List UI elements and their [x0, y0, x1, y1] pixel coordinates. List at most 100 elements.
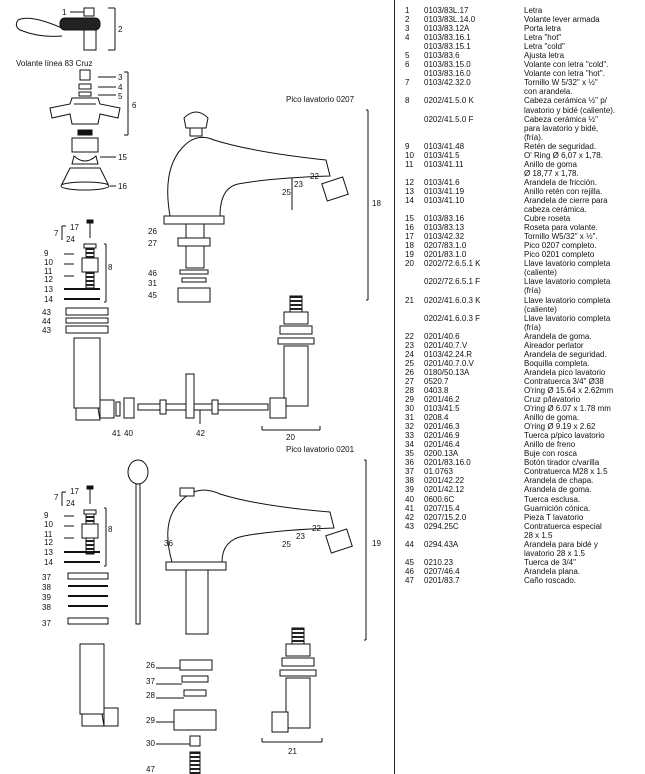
part-description: Contratuerca M28 x 1.5 [524, 467, 608, 477]
part-number: 20 [405, 259, 414, 269]
part-description: Botón tirador c/varilla [524, 458, 600, 468]
part-description: Letra "hot" [524, 33, 562, 43]
callout-13-b: 13 [44, 548, 53, 557]
part-code: 0202/72.6.5.1 F [424, 277, 481, 287]
part-number: 24 [405, 349, 414, 359]
callout-38-b: 38 [42, 603, 51, 612]
part-code: 0103/41.5 [424, 150, 460, 160]
callout-43-b: 43 [42, 326, 51, 335]
part-code: 0103/83.15.1 [424, 42, 471, 52]
part-description: Arandela de seguridad. [524, 349, 607, 359]
part-code: 0103/83.16 [424, 214, 465, 224]
t-piece [137, 373, 269, 424]
callout-38-a: 38 [42, 583, 51, 592]
part-code: 0294.43A [424, 539, 459, 549]
callout-16: 16 [118, 182, 127, 191]
callout-8: 8 [108, 263, 113, 272]
part-number: 26 [405, 367, 414, 377]
part-number: 8 [405, 96, 410, 106]
part-description: Arandela de goma. [524, 331, 592, 341]
callout-41: 41 [112, 429, 121, 438]
part-description: Cubre roseta [524, 214, 571, 224]
callout-6: 6 [132, 101, 137, 110]
part-number: 28 [405, 385, 414, 395]
part-description: Llave lavatorio completa (fría) [524, 313, 611, 332]
callout-13: 13 [44, 285, 53, 294]
part-description: Llave lavatorio completa (fría) [524, 277, 611, 296]
part-description: Tornillo W 5/32" x ½" con arandela. [524, 78, 598, 97]
callout-10: 10 [44, 258, 53, 267]
part-description: Arandela de goma. [524, 485, 592, 495]
part-code: 0200.13A [424, 449, 459, 459]
part-number: 34 [405, 440, 414, 450]
part-number [405, 314, 424, 332]
part-description: Volante con letra "cold". [524, 60, 609, 70]
callout-7-b: 7 [54, 493, 59, 502]
callout-45: 45 [148, 291, 157, 300]
callout-37-b: 37 [42, 619, 51, 628]
part-number: 45 [405, 557, 414, 567]
spout-0207 [163, 111, 349, 303]
part-code: 0207/83.1.0 [424, 241, 467, 251]
part-code: 0202/41.5.0 K [424, 96, 474, 106]
valve-right-1 [269, 295, 315, 419]
part-description: Tuerca p/pico lavatorio [524, 431, 605, 441]
part-number: 44 [405, 539, 414, 549]
part-code: 0201/40.6 [424, 331, 460, 341]
part-number: 42 [405, 512, 414, 522]
part-code: 0103/41.11 [424, 159, 464, 169]
part-number: 11 [405, 159, 414, 169]
lever-handle-assembly [15, 7, 116, 51]
part-code: 0103/83.6 [424, 51, 460, 61]
part-number: 32 [405, 422, 414, 432]
part-description: Volante lever armada [524, 15, 600, 25]
spout-0201 [127, 459, 353, 774]
callout-46: 46 [148, 269, 157, 278]
part-number: 21 [405, 295, 414, 305]
part-code: 0103/83L.14.0 [424, 15, 476, 25]
part-number [405, 115, 424, 142]
part-code: 0103/41.5 [424, 404, 460, 414]
parts-list-row: 26 0180/50.13A Arandela pico lavatorio [405, 368, 640, 377]
part-code: 0180/50.13A [424, 367, 470, 377]
callout-18: 18 [372, 199, 381, 208]
callout-47: 47 [146, 765, 155, 774]
callout-39: 39 [42, 593, 51, 602]
part-code: 0201/40.7.V [424, 340, 468, 350]
callout-27: 27 [148, 239, 157, 248]
part-number: 13 [405, 186, 414, 196]
part-description: Arandela plana. [524, 566, 581, 576]
pico-0201-title: Pico lavatorio 0201 [286, 445, 355, 454]
part-code: 0520.7 [424, 376, 449, 386]
part-code: 0201/83.1.0 [424, 250, 467, 260]
part-description: Arandela pico lavatorio [524, 367, 606, 377]
callout-25-b: 25 [282, 540, 291, 549]
part-number: 12 [405, 177, 414, 187]
valve-body-left-1 [73, 337, 135, 421]
callout-11-b: 11 [44, 530, 53, 539]
callout-40: 40 [124, 429, 133, 438]
part-number: 7 [405, 78, 410, 88]
part-description: Pico 0207 completo. [524, 241, 597, 251]
callout-24-b: 24 [66, 499, 75, 508]
callout-31: 31 [148, 279, 157, 288]
part-number: 33 [405, 431, 414, 441]
part-code: 0210.23 [424, 557, 453, 567]
part-number: 30 [405, 404, 414, 414]
